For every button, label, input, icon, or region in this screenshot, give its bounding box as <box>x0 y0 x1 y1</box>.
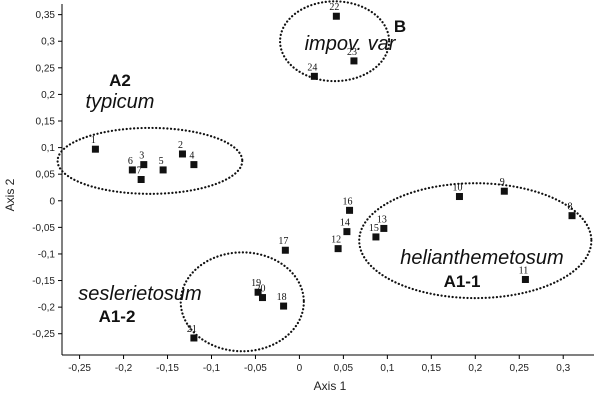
data-point-marker <box>140 161 148 169</box>
data-point-marker <box>568 212 576 220</box>
data-point-label: 14 <box>340 218 350 229</box>
y-tick-label: 0,35 <box>36 10 56 21</box>
y-tick-label: 0 <box>49 196 55 207</box>
data-point-marker <box>332 12 340 20</box>
group-ellipses <box>56 0 593 353</box>
y-axis-title: Axis 2 <box>3 178 17 211</box>
data-point-marker <box>372 233 380 241</box>
y-tick-label: -0,15 <box>32 276 55 287</box>
data-point-label: 20 <box>255 284 265 295</box>
y-tick-label: 0,1 <box>41 143 55 154</box>
data-point-label: 9 <box>500 177 505 188</box>
data-point-label: 19 <box>251 278 261 289</box>
data-point-marker <box>190 161 198 169</box>
data-point-label: 24 <box>307 62 317 73</box>
x-tick-label: -0,15 <box>156 363 179 374</box>
data-point-label: 21 <box>187 324 197 335</box>
data-point-label: 11 <box>519 265 529 276</box>
data-point-marker <box>346 206 354 214</box>
data-point-label: 4 <box>189 151 194 162</box>
x-tick-label: 0,1 <box>380 363 394 374</box>
data-point-marker <box>334 245 342 253</box>
data-point-marker <box>500 187 508 195</box>
data-point-label: 5 <box>159 156 164 167</box>
x-tick-label: -0,25 <box>68 363 91 374</box>
y-tick-label: 0,25 <box>36 63 56 74</box>
data-point-marker <box>178 150 186 158</box>
group-name-label: seslerietosum <box>78 283 201 305</box>
x-tick-label: 0,05 <box>334 363 354 374</box>
data-point-marker <box>254 288 262 296</box>
data-point-marker <box>343 228 351 236</box>
data-point-marker <box>128 166 136 174</box>
data-point-marker <box>91 145 99 153</box>
y-tick-label: 0,3 <box>41 37 55 48</box>
data-point-label: 16 <box>343 196 353 207</box>
group-ellipse <box>278 0 391 83</box>
data-point-marker <box>455 193 463 201</box>
data-point-label: 8 <box>568 202 573 213</box>
x-tick-label: -0,2 <box>115 363 133 374</box>
x-tick-label: -0,05 <box>244 363 267 374</box>
data-point-label: 6 <box>128 156 133 167</box>
data-point-label: 13 <box>377 214 387 225</box>
y-tick-label: 0,15 <box>36 117 56 128</box>
data-point-marker <box>137 176 145 183</box>
data-point-label: 18 <box>277 292 287 303</box>
data-point-marker <box>190 334 198 342</box>
data-point-label: 1 <box>91 135 96 146</box>
group-name-label: helianthemetosum <box>400 247 563 269</box>
group-ellipse <box>56 126 244 195</box>
x-tick-label: 0 <box>297 363 303 374</box>
data-point-marker <box>350 57 358 65</box>
data-point-label: 23 <box>347 47 357 58</box>
data-point-label: 7 <box>137 166 142 177</box>
data-point-marker <box>380 224 388 232</box>
data-point-marker <box>281 246 289 254</box>
data-point-label: 22 <box>329 2 339 13</box>
x-tick-label: 0,25 <box>510 363 530 374</box>
data-point-label: 17 <box>278 236 288 247</box>
y-tick-label: -0,1 <box>38 249 56 260</box>
x-axis-title: Axis 1 <box>314 379 347 393</box>
group-code-label: A1-1 <box>444 272 481 291</box>
data-point-marker <box>258 294 266 302</box>
data-point-marker <box>521 275 529 283</box>
x-tick-label: 0,3 <box>556 363 570 374</box>
y-tick-label: -0,05 <box>32 223 55 234</box>
group-name-label: impov. var <box>305 33 397 55</box>
y-tick-label: -0,25 <box>32 329 55 340</box>
data-point-label: 10 <box>452 183 462 194</box>
data-point-marker <box>280 302 288 310</box>
data-point-marker <box>310 72 318 80</box>
y-tick-label: -0,2 <box>38 303 56 314</box>
x-tick-label: 0,2 <box>468 363 482 374</box>
data-point-label: 2 <box>178 140 183 151</box>
data-point-label: 3 <box>139 151 144 162</box>
x-tick-label: 0,15 <box>422 363 442 374</box>
group-ellipse <box>358 182 593 300</box>
x-tick-label: -0,1 <box>203 363 221 374</box>
group-code-label: A2 <box>109 71 131 90</box>
y-tick-label: 0,2 <box>41 90 55 101</box>
group-ellipse <box>179 251 305 353</box>
data-point-label: 15 <box>369 223 379 234</box>
group-name-label: typicum <box>86 91 155 113</box>
group-code-label: B <box>394 17 406 36</box>
data-point-marker <box>159 166 167 174</box>
y-tick-label: 0,05 <box>36 170 56 181</box>
group-code-label: A1-2 <box>99 307 136 326</box>
data-point-label: 12 <box>331 235 341 246</box>
